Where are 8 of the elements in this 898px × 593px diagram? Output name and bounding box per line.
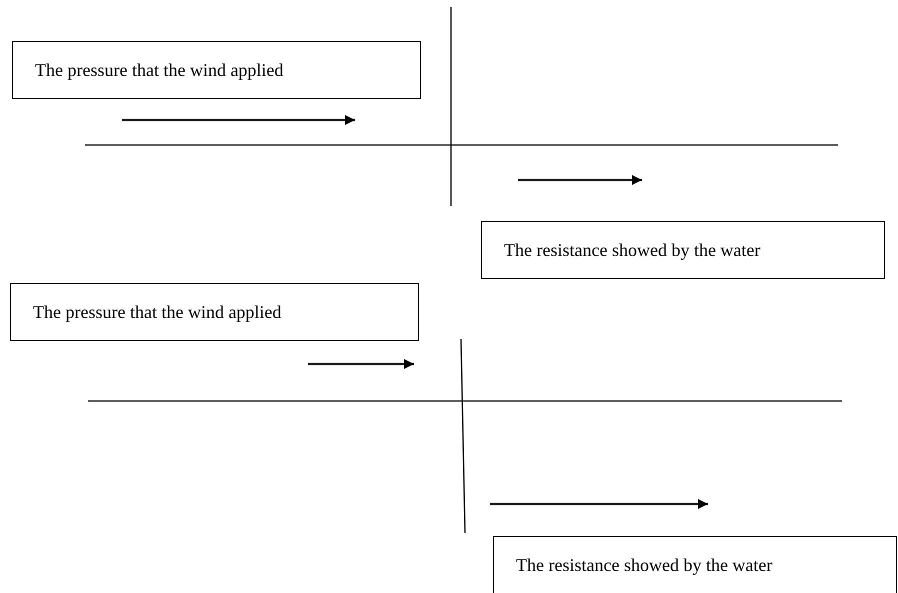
text-box bbox=[481, 221, 885, 279]
text-box bbox=[10, 283, 419, 341]
box-label: The resistance showed by the water bbox=[504, 240, 760, 260]
text-box bbox=[12, 41, 421, 99]
box-label: The pressure that the wind applied bbox=[35, 60, 284, 80]
box-label: The resistance showed by the water bbox=[516, 554, 772, 576]
box-label: The pressure that the wind applied bbox=[33, 302, 282, 322]
text-box bbox=[493, 536, 897, 593]
